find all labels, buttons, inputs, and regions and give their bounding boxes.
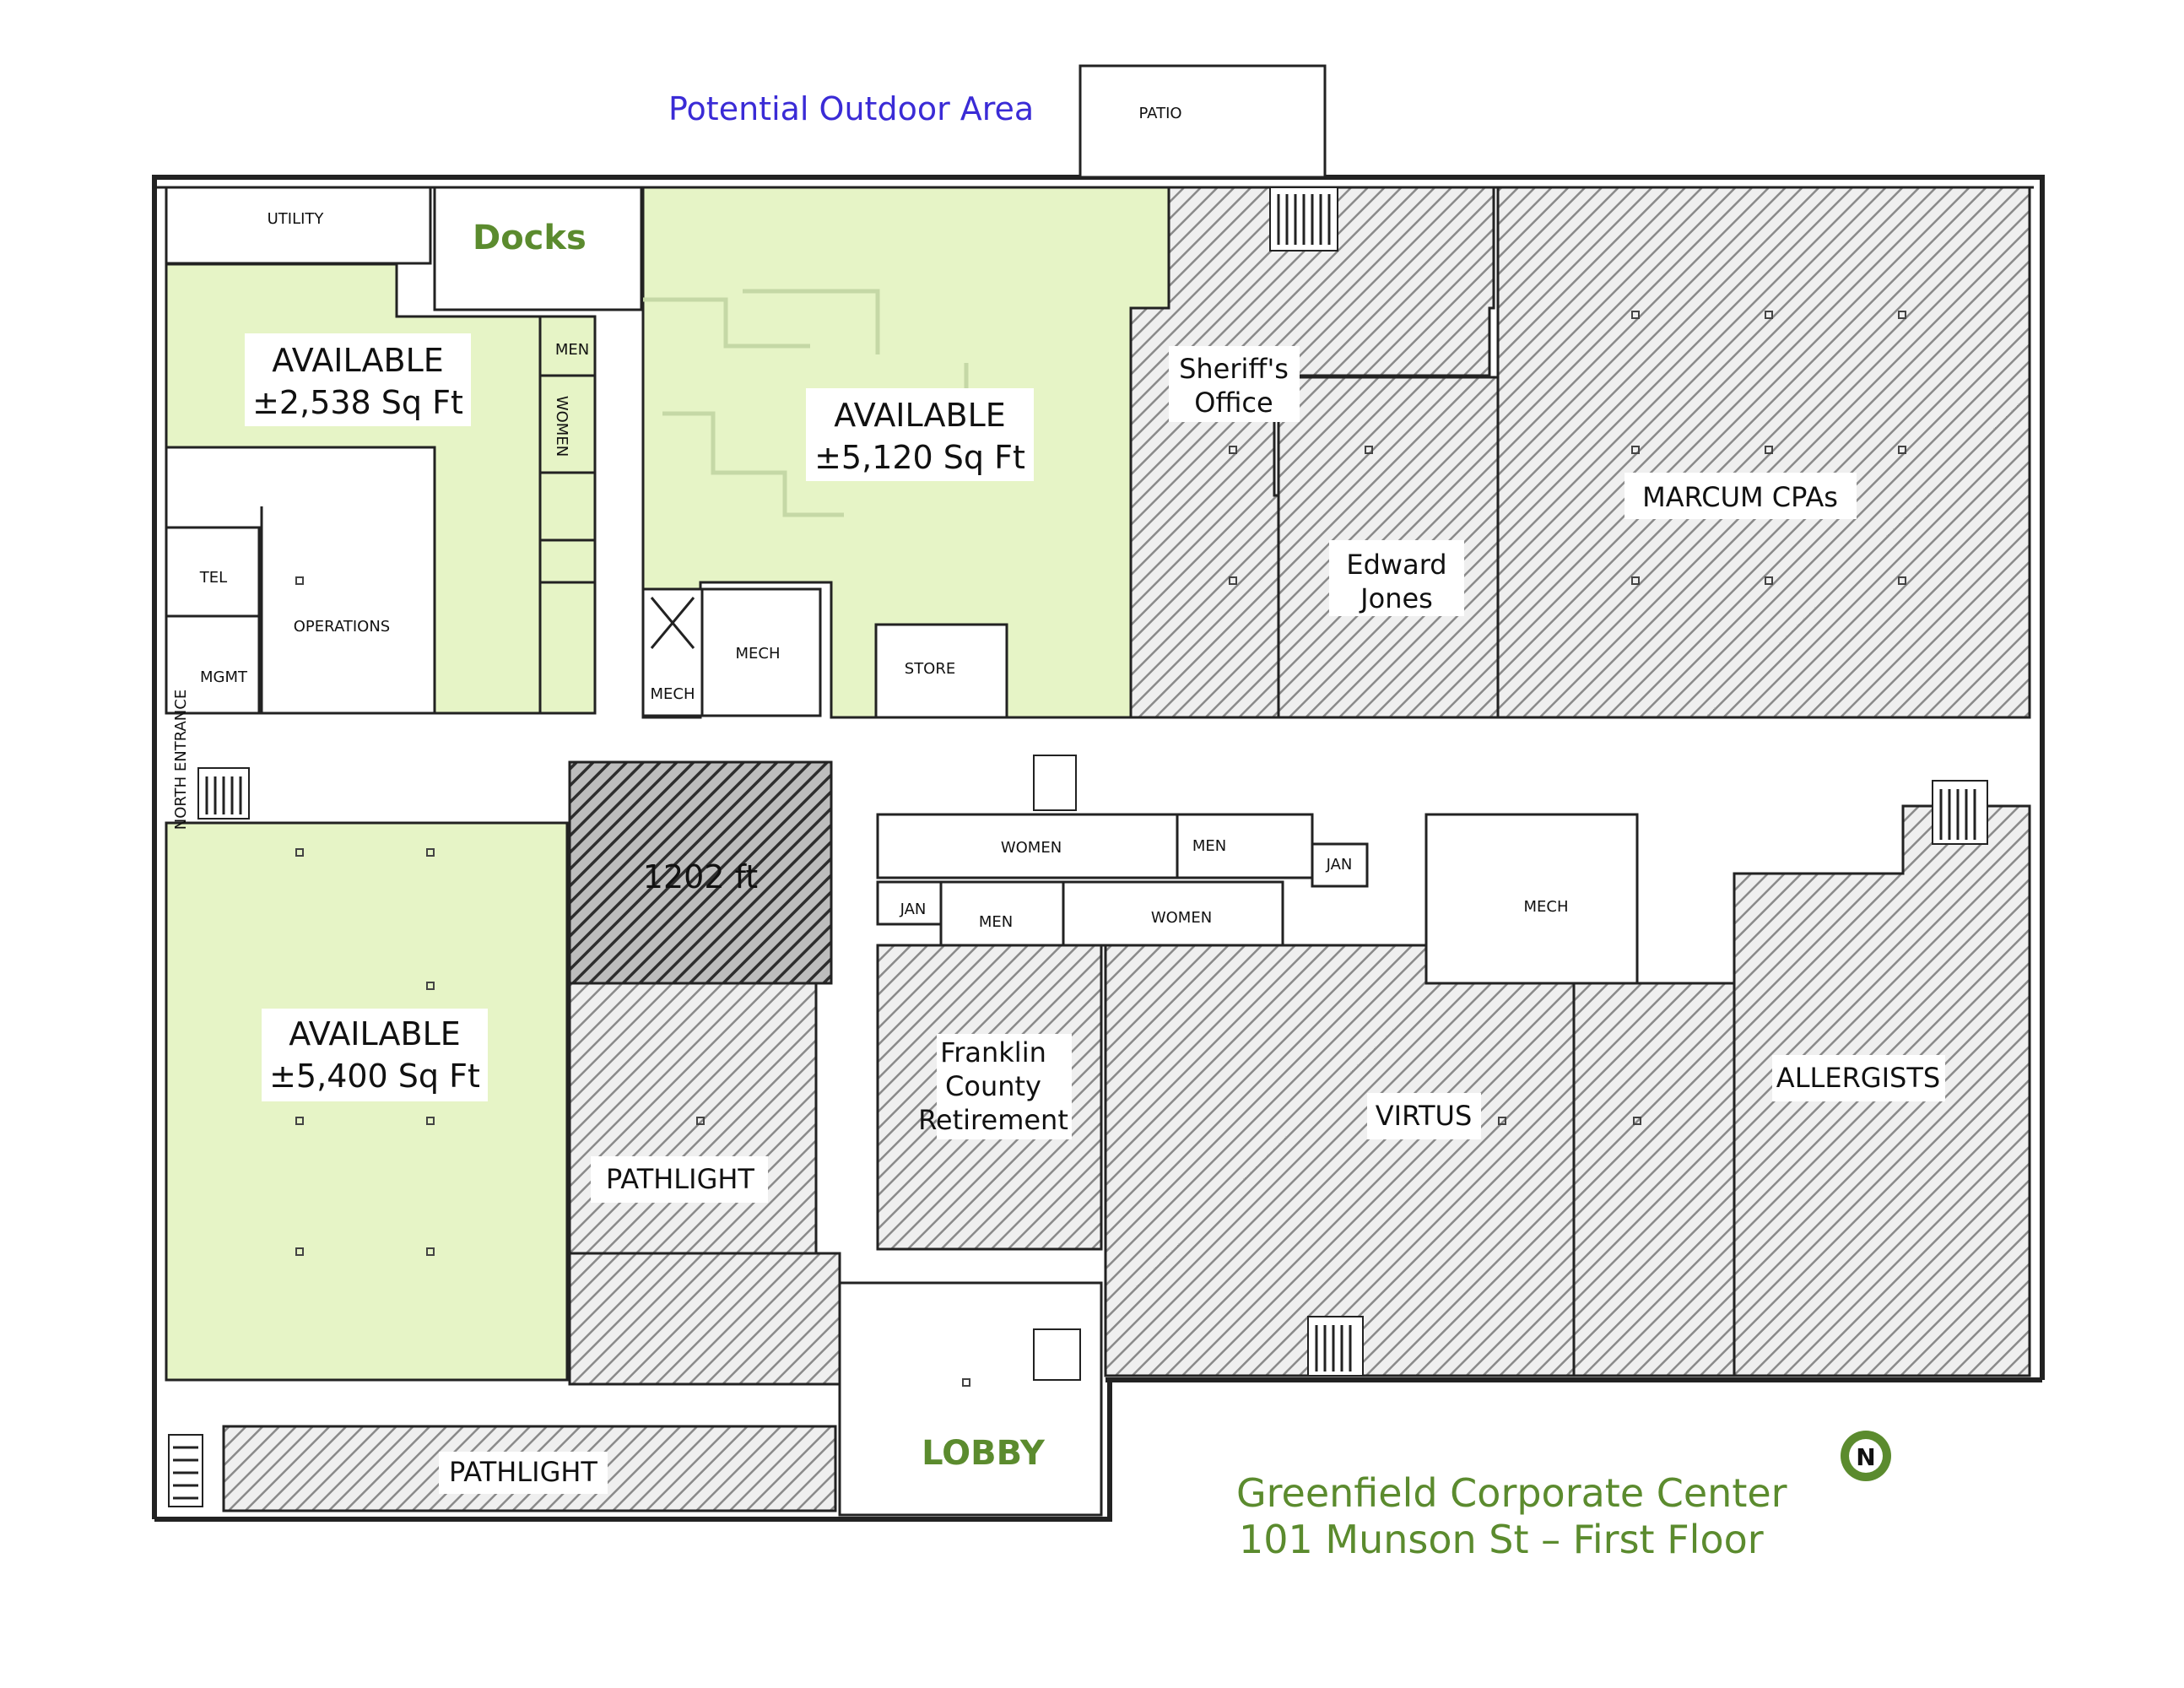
mgmt-label: MGMT bbox=[200, 668, 248, 686]
men-label-2: MEN bbox=[1192, 837, 1226, 855]
leased-areas bbox=[222, 186, 2031, 1512]
marcum-area bbox=[1496, 186, 2031, 719]
franklin-label-3: Retirement bbox=[918, 1104, 1068, 1136]
docks-label: Docks bbox=[473, 219, 587, 257]
pathlight-label-1: PATHLIGHT bbox=[606, 1163, 754, 1195]
edward-jones-label-1: Edward bbox=[1346, 549, 1446, 581]
plan-title-line-1: Greenfield Corporate Center bbox=[1236, 1470, 1787, 1516]
outdoor-area-label: Potential Outdoor Area bbox=[668, 90, 1034, 127]
virtus-east-area bbox=[1572, 982, 1736, 1377]
virtus-label: VIRTUS bbox=[1376, 1100, 1473, 1132]
restroom-column bbox=[538, 315, 597, 715]
available-3-label: AVAILABLE bbox=[289, 1015, 461, 1052]
women-label-2: WOMEN bbox=[1001, 839, 1062, 857]
pathlight-lower-area bbox=[568, 1252, 841, 1386]
patio-label: PATIO bbox=[1138, 105, 1181, 122]
utility-label: UTILITY bbox=[268, 210, 325, 228]
pathlight-upper-area bbox=[568, 982, 818, 1255]
men-label-3: MEN bbox=[979, 913, 1013, 931]
available-2-label: AVAILABLE bbox=[834, 397, 1006, 434]
stair-treads bbox=[173, 194, 1976, 1500]
jan-label-1: JAN bbox=[1326, 856, 1353, 874]
mech-label-1: MECH bbox=[650, 685, 695, 703]
core-rooms bbox=[876, 813, 1639, 985]
sheriff-label-1: Sheriff's bbox=[1179, 353, 1289, 385]
tel-label: TEL bbox=[199, 569, 227, 587]
utility-room bbox=[165, 186, 432, 265]
columns bbox=[295, 311, 1906, 1387]
patio bbox=[1078, 64, 1327, 179]
jan-label-2: JAN bbox=[900, 901, 927, 918]
label-backgrounds bbox=[245, 333, 1945, 1494]
sheriff-label-2: Office bbox=[1194, 387, 1273, 419]
edward-jones-label-2: Jones bbox=[1359, 582, 1433, 614]
allergists-label: ALLERGISTS bbox=[1776, 1062, 1940, 1094]
operations-label: OPERATIONS bbox=[294, 618, 390, 636]
available-1-label: AVAILABLE bbox=[272, 342, 444, 379]
north-entrance-label: NORTH ENTRANCE bbox=[172, 690, 190, 830]
available-2-area: ±5,120 Sq Ft bbox=[814, 439, 1025, 476]
north-arrow-icon: N bbox=[1841, 1431, 1891, 1481]
operations-block bbox=[165, 446, 436, 715]
marcum-label: MARCUM CPAs bbox=[1642, 481, 1838, 513]
mech-label-2: MECH bbox=[735, 645, 780, 663]
franklin-label-1: Franklin bbox=[940, 1036, 1046, 1069]
men-label-1: MEN bbox=[555, 341, 589, 359]
docks-room bbox=[433, 186, 643, 311]
lobby-label: LOBBY bbox=[922, 1434, 1046, 1473]
plan-title-line-2: 101 Munson St – First Floor bbox=[1239, 1517, 1764, 1562]
available-3-area: ±5,400 Sq Ft bbox=[269, 1058, 480, 1095]
mech-label-3: MECH bbox=[1523, 898, 1568, 916]
store-label: STORE bbox=[905, 660, 955, 678]
sqft-1202-label: 1202 ft bbox=[643, 858, 758, 895]
service-rooms bbox=[641, 587, 1008, 719]
franklin-label-2: County bbox=[945, 1070, 1041, 1102]
pathlight-label-2: PATHLIGHT bbox=[449, 1456, 597, 1488]
lobby-area bbox=[838, 1281, 1103, 1517]
sqft-1202-area bbox=[568, 760, 833, 985]
north-arrow-letter: N bbox=[1856, 1443, 1875, 1471]
available-1-area: ±2,538 Sq Ft bbox=[252, 384, 463, 421]
virtus-area bbox=[1104, 944, 1576, 1377]
women-label-1: WOMEN bbox=[553, 396, 570, 457]
women-label-3: WOMEN bbox=[1151, 909, 1212, 927]
